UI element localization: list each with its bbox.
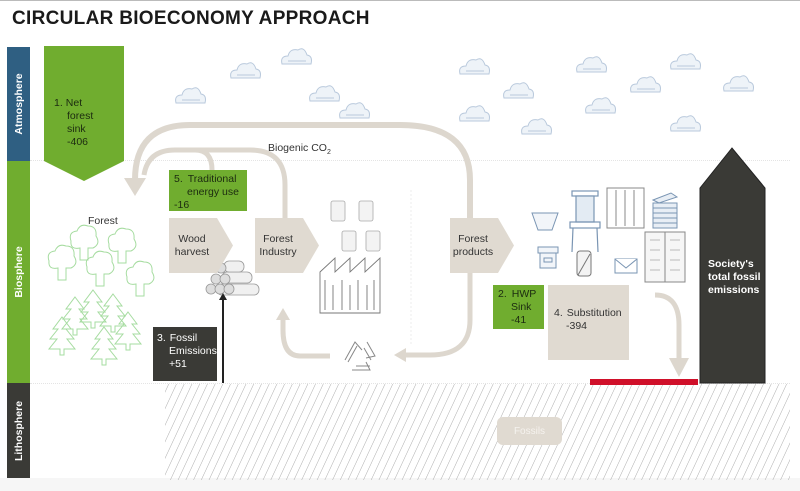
traditional-energy-box: 5. Traditional energy use -16 bbox=[169, 170, 247, 211]
box-number: 1. bbox=[54, 97, 63, 109]
step-line: harvest bbox=[174, 245, 210, 258]
society-emissions-bar bbox=[699, 147, 766, 384]
filter-icon bbox=[531, 212, 559, 231]
cloud-icon bbox=[670, 115, 701, 132]
box-line: Traditional bbox=[187, 173, 237, 185]
recycle-to-industry-arrow bbox=[280, 318, 330, 359]
substitution-box: 4.Substitution -394 bbox=[548, 285, 629, 360]
clouds bbox=[175, 48, 754, 135]
energy-loop-arrow bbox=[194, 147, 215, 171]
biogenic-arrowhead bbox=[124, 178, 146, 196]
deciduous-tree-icon bbox=[125, 260, 155, 297]
industry-loop-arrow bbox=[141, 147, 288, 244]
deciduous-tree-icon bbox=[47, 244, 77, 281]
conifer-tree-icon bbox=[90, 326, 118, 366]
cloud-icon bbox=[230, 62, 261, 79]
substitution-reduction-bar bbox=[590, 379, 698, 385]
hwp-sink-value: -41 bbox=[511, 314, 527, 326]
recycle-return-arrow bbox=[405, 262, 473, 358]
paper-stack-icon bbox=[651, 192, 679, 229]
box-number: 3. bbox=[157, 332, 166, 344]
biogenic-co2-label: Biogenic CO2 bbox=[268, 142, 331, 156]
lithosphere-divider bbox=[30, 383, 790, 384]
cloud-icon bbox=[309, 85, 340, 102]
paper-roll-icon bbox=[330, 200, 381, 252]
biogenic-loop-arrow bbox=[132, 122, 473, 244]
conifer-tree-icon bbox=[79, 289, 107, 329]
page-title: CIRCULAR BIOECONOMY APPROACH bbox=[12, 8, 370, 29]
box-number: 2. bbox=[498, 288, 507, 300]
forest-label: Forest bbox=[88, 215, 118, 227]
step-line: Forest bbox=[458, 232, 488, 245]
box-line: forest bbox=[67, 110, 94, 122]
box-number: 5. bbox=[174, 173, 183, 185]
biogenic-co2-text: Biogenic CO bbox=[268, 142, 327, 154]
cloud-icon bbox=[723, 75, 754, 92]
envelope-icon bbox=[614, 258, 638, 274]
storage-box-icon bbox=[537, 246, 559, 269]
net-forest-sink-box: 1.Net forest sink -406 bbox=[48, 93, 118, 153]
step-line: Forest bbox=[263, 232, 293, 245]
step-line: products bbox=[452, 245, 494, 258]
toilet-roll-icon bbox=[576, 250, 592, 277]
recycle-icon bbox=[344, 341, 376, 371]
conifer-tree-icon bbox=[48, 316, 76, 356]
cloud-icon bbox=[339, 102, 370, 119]
box-line: Sink bbox=[511, 301, 532, 313]
fossil-emissions-value: +51 bbox=[169, 358, 187, 370]
deciduous-tree-icon bbox=[85, 250, 115, 287]
cloud-icon bbox=[281, 48, 312, 65]
top-border bbox=[0, 0, 800, 1]
lithosphere-hatch bbox=[165, 384, 790, 480]
box-line: Substitution bbox=[566, 307, 622, 319]
step-line: Industry bbox=[259, 245, 297, 258]
box-line: HWP bbox=[511, 288, 537, 300]
cloud-icon bbox=[576, 56, 607, 73]
box-line: Fossil bbox=[169, 332, 198, 344]
box-line: Emissions bbox=[169, 345, 217, 357]
cloud-icon bbox=[630, 76, 661, 93]
biogenic-co2-subscript: 2 bbox=[326, 149, 331, 157]
hwp-sink-box: 2. HWP Sink -41 bbox=[493, 285, 544, 329]
box-line: energy use bbox=[187, 186, 239, 198]
lithosphere-band: Lithosphere bbox=[7, 383, 30, 478]
fossil-emissions-box: 3.Fossil Emissions +51 bbox=[153, 327, 217, 381]
society-line: total fossil bbox=[708, 271, 761, 283]
cloud-icon bbox=[175, 87, 206, 104]
cloud-icon bbox=[585, 97, 616, 114]
net-forest-sink-value: -406 bbox=[67, 136, 89, 148]
cloud-icon bbox=[459, 105, 490, 122]
society-emissions-label: Society's total fossil emissions bbox=[708, 258, 761, 297]
net-forest-sink-arrow bbox=[44, 46, 124, 181]
society-line: emissions bbox=[708, 284, 760, 296]
fossils-label: Fossils bbox=[497, 417, 562, 445]
cloud-icon bbox=[459, 58, 490, 75]
box-line: Net bbox=[65, 97, 83, 109]
forest-trees bbox=[47, 224, 155, 366]
atmosphere-divider bbox=[30, 160, 790, 161]
wardrobe-icon bbox=[644, 231, 686, 283]
cloud-icon bbox=[670, 53, 701, 70]
box-line: sink bbox=[67, 123, 86, 135]
traditional-energy-value: -16 bbox=[174, 199, 190, 211]
cloud-icon bbox=[521, 118, 552, 135]
biosphere-band: Biosphere bbox=[7, 161, 30, 383]
step-line: Wood bbox=[178, 232, 206, 245]
footer-strip bbox=[0, 478, 800, 491]
atmosphere-band: Atmosphere bbox=[7, 47, 30, 161]
society-line: Society's bbox=[708, 258, 754, 270]
substitution-arrow bbox=[654, 292, 682, 360]
cabinet-icon bbox=[606, 187, 645, 229]
box-number: 4. bbox=[554, 307, 563, 319]
substitution-value: -394 bbox=[566, 320, 588, 332]
log-pile-icon bbox=[205, 260, 260, 296]
cloud-icon bbox=[503, 82, 534, 99]
factory-icon bbox=[319, 256, 381, 314]
chair-icon bbox=[569, 190, 601, 253]
